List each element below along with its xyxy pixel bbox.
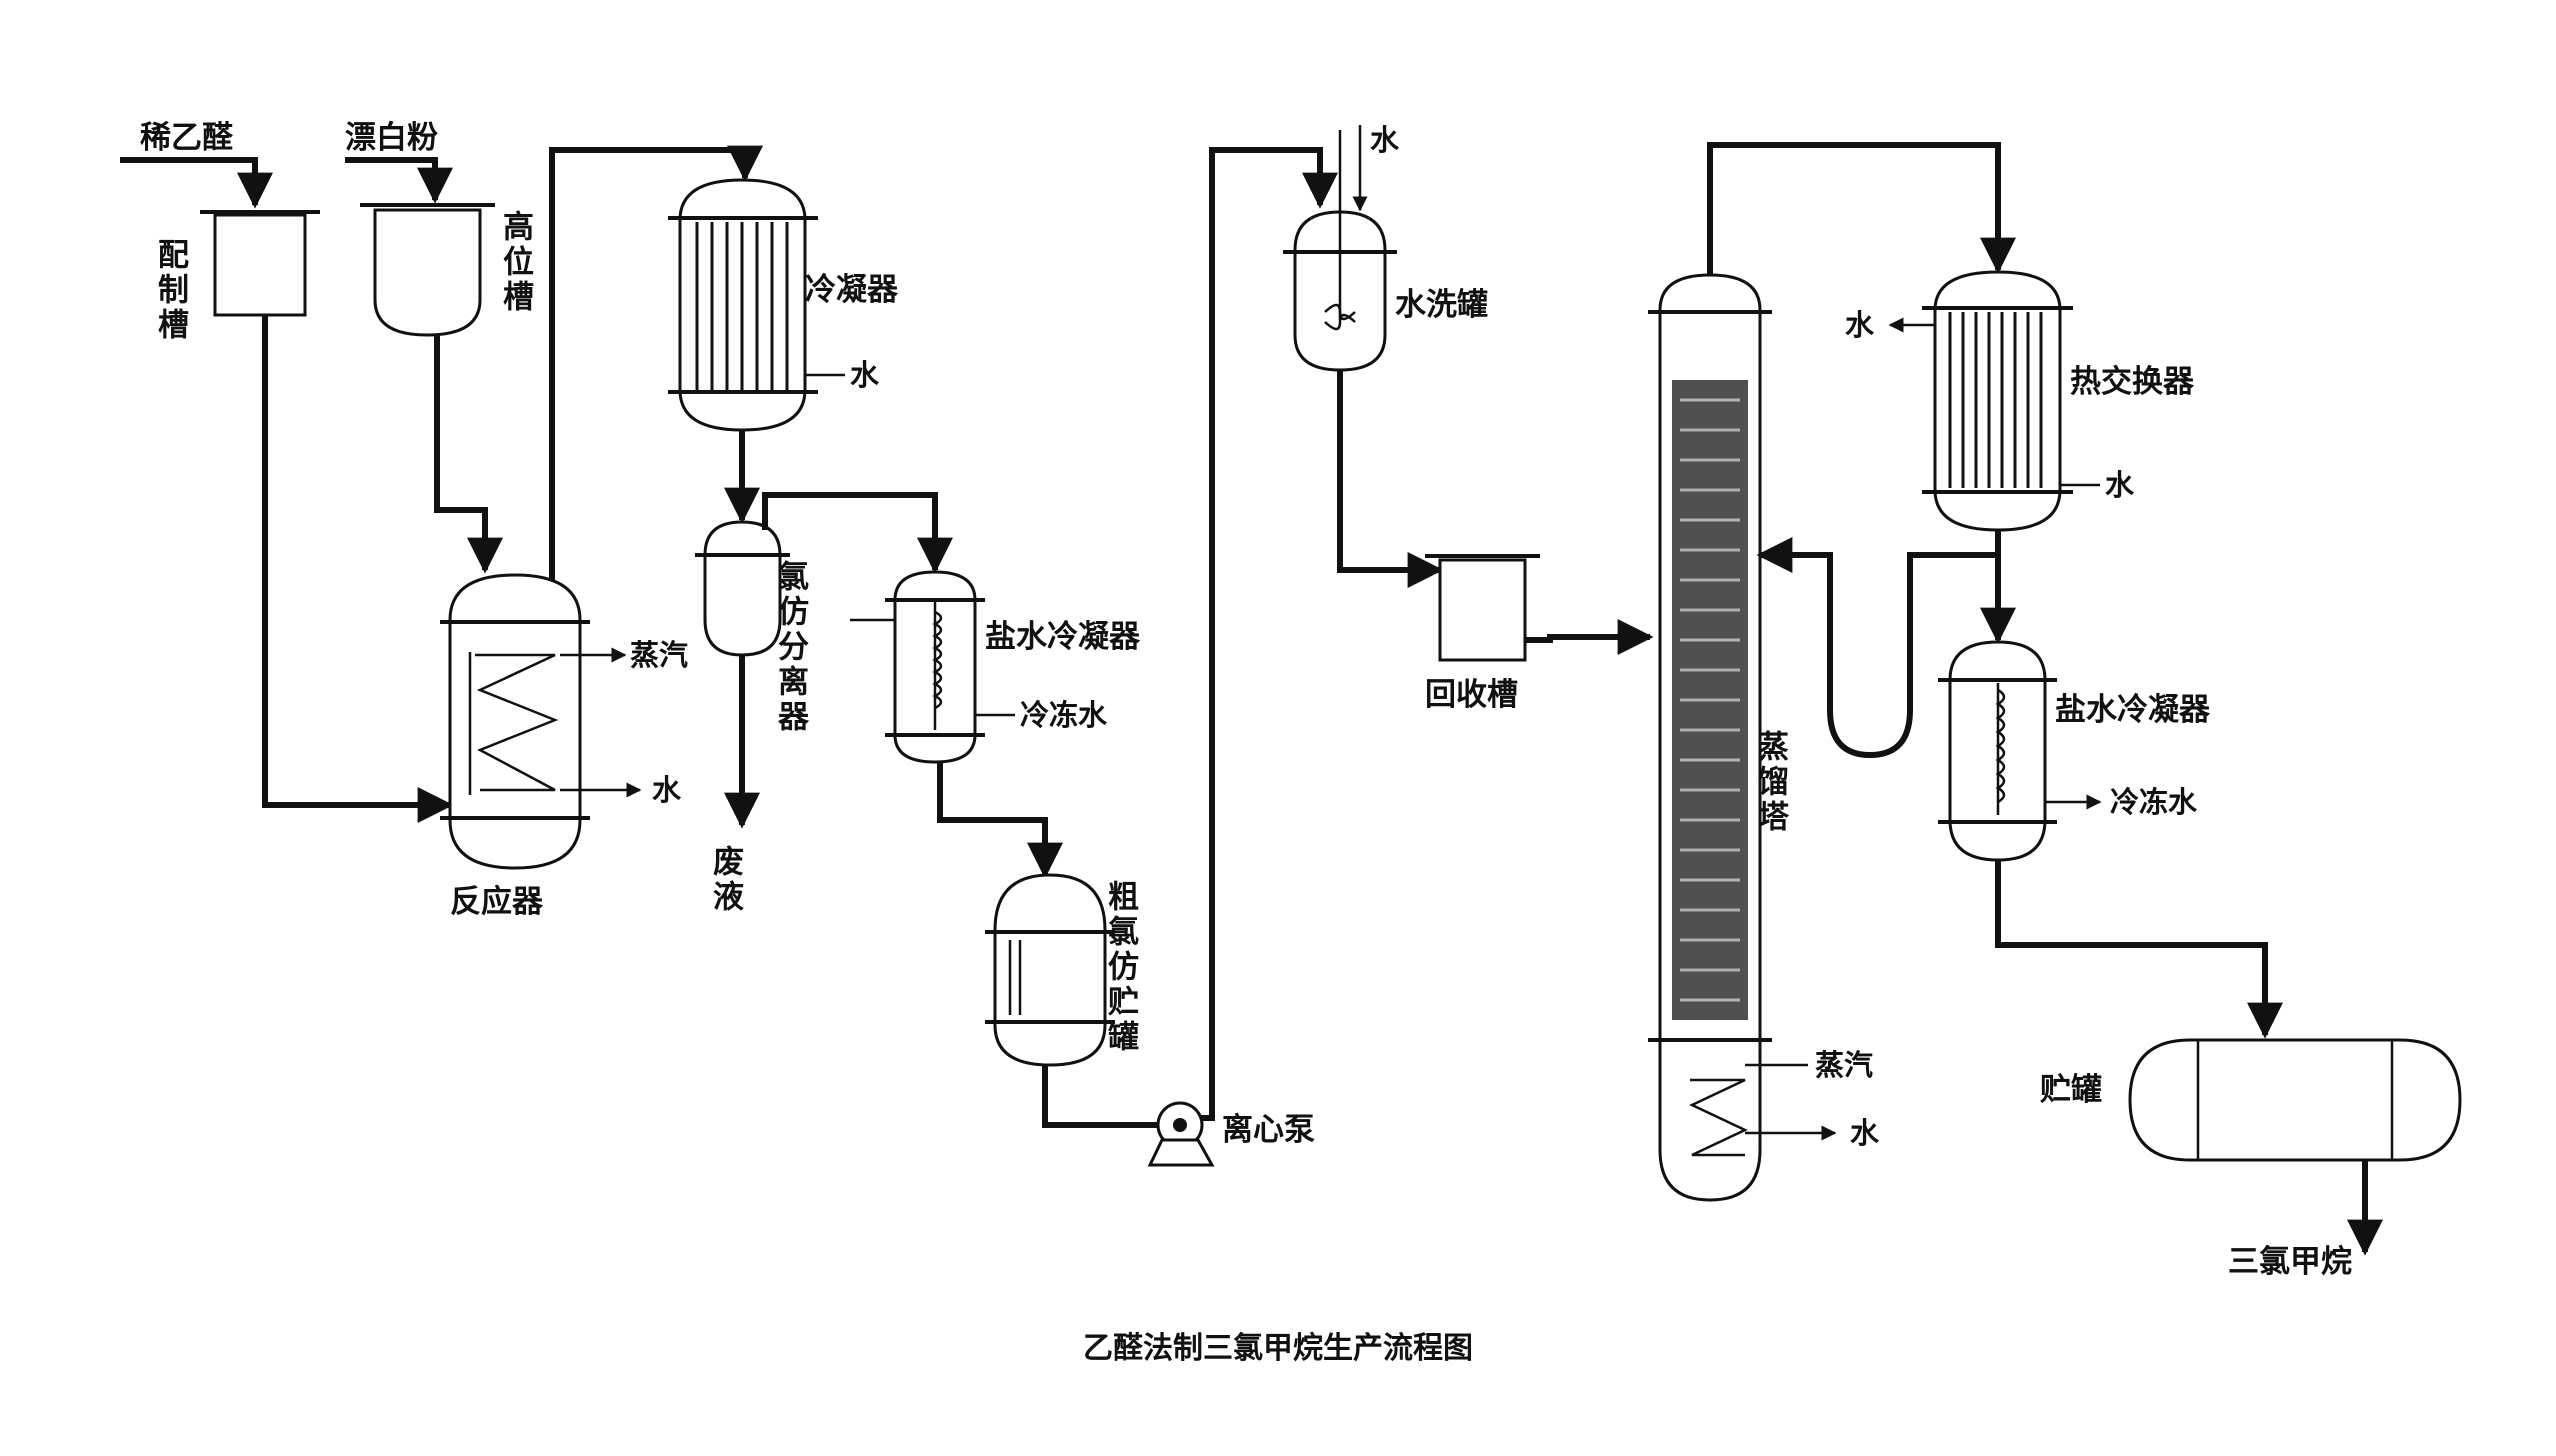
condenser-water-label: 水 [850,358,880,392]
water-wash-tank [1283,130,1397,372]
label-head-tank: 高位槽 [497,210,534,315]
product-label: 三氯甲烷 [2228,1244,2352,1280]
input-label-bleaching-powder: 漂白粉 [345,120,438,156]
column-water-label: 水 [1850,1116,1880,1150]
brine-condenser-2 [1938,640,2057,862]
reflux-loop-line [1756,537,1998,759]
column-reboiler-coil [1689,1078,1748,1157]
reactor-to-condenser-line [549,145,763,580]
acetaldehyde-feed-line [120,157,273,209]
input-label-acetaldehyde: 稀乙醛 [140,120,234,156]
bleach-feed-line [345,157,453,204]
separator-to-brine1-line [762,492,953,574]
label-chloroform-separator: 氯仿分离器 [772,559,810,735]
recovery-to-column-line [1525,619,1654,655]
label-distillation-column: 蒸馏塔 [1752,730,1789,835]
reactor-steam-label: 蒸汽 [630,638,688,672]
storage-tank [2128,1038,2462,1162]
label-storage-tank: 贮罐 [2040,1072,2102,1108]
label-condenser: 冷凝器 [805,272,899,308]
label-heat-exchanger: 热交换器 [2070,364,2195,400]
brine-condenser-1 [885,570,985,764]
reactor-water-label: 水 [652,773,682,807]
waste-liquid-label: 废液 [707,845,744,915]
distillation-column [1648,273,1772,1202]
pump-to-wash-tank-line [1200,147,1338,1121]
label-centrifugal-pump: 离心泵 [1222,1112,1315,1148]
crude-chloroform-tank [985,873,1115,1067]
wash-tank-water-label: 水 [1370,123,1400,157]
column-steam-label: 蒸汽 [1815,1048,1873,1082]
brine1-to-crude-tank-line [937,762,1063,879]
mixing-to-reactor-line [262,315,454,823]
label-water-wash-tank: 水洗罐 [1395,287,1488,323]
label-brine-condenser-2: 盐水冷凝器 [2055,692,2211,728]
centrifugal-pump [1147,1101,1215,1167]
brine2-to-storage-line [1995,860,2283,1039]
reactor-coil [475,653,559,792]
chloroform-separator [695,520,790,657]
diagram-caption: 乙醛法制三氯甲烷生产流程图 [1083,1331,1473,1366]
crude-tank-to-pump-line [1042,1065,1160,1128]
column-to-heat-exchanger-line [1707,142,2016,275]
head-tank [360,203,495,337]
headtank-to-reactor-line [434,335,503,574]
brine1-chilled-water-label: 冷冻水 [1020,698,1108,732]
label-reactor: 反应器 [450,884,544,920]
wash-to-recovery-line [1337,370,1444,588]
heat-exchanger-water-out-label: 水 [1845,308,1875,342]
reactor [440,573,590,870]
agitator-icon [1324,303,1356,331]
brine2-chilled-water-label: 冷冻水 [2110,785,2198,819]
mixing-tank [200,210,320,317]
label-brine-condenser-1: 盐水冷凝器 [985,619,1141,655]
label-crude-chloroform-tank: 粗氯仿贮罐 [1102,880,1139,1055]
heat-exchanger-water-in-label: 水 [2105,468,2135,502]
recovery-tank [1425,554,1540,662]
heat-exchanger [1922,270,2073,532]
condenser [668,178,818,432]
label-recovery-tank: 回收槽 [1425,677,1518,713]
label-mixing-tank: 配制槽 [152,238,189,343]
